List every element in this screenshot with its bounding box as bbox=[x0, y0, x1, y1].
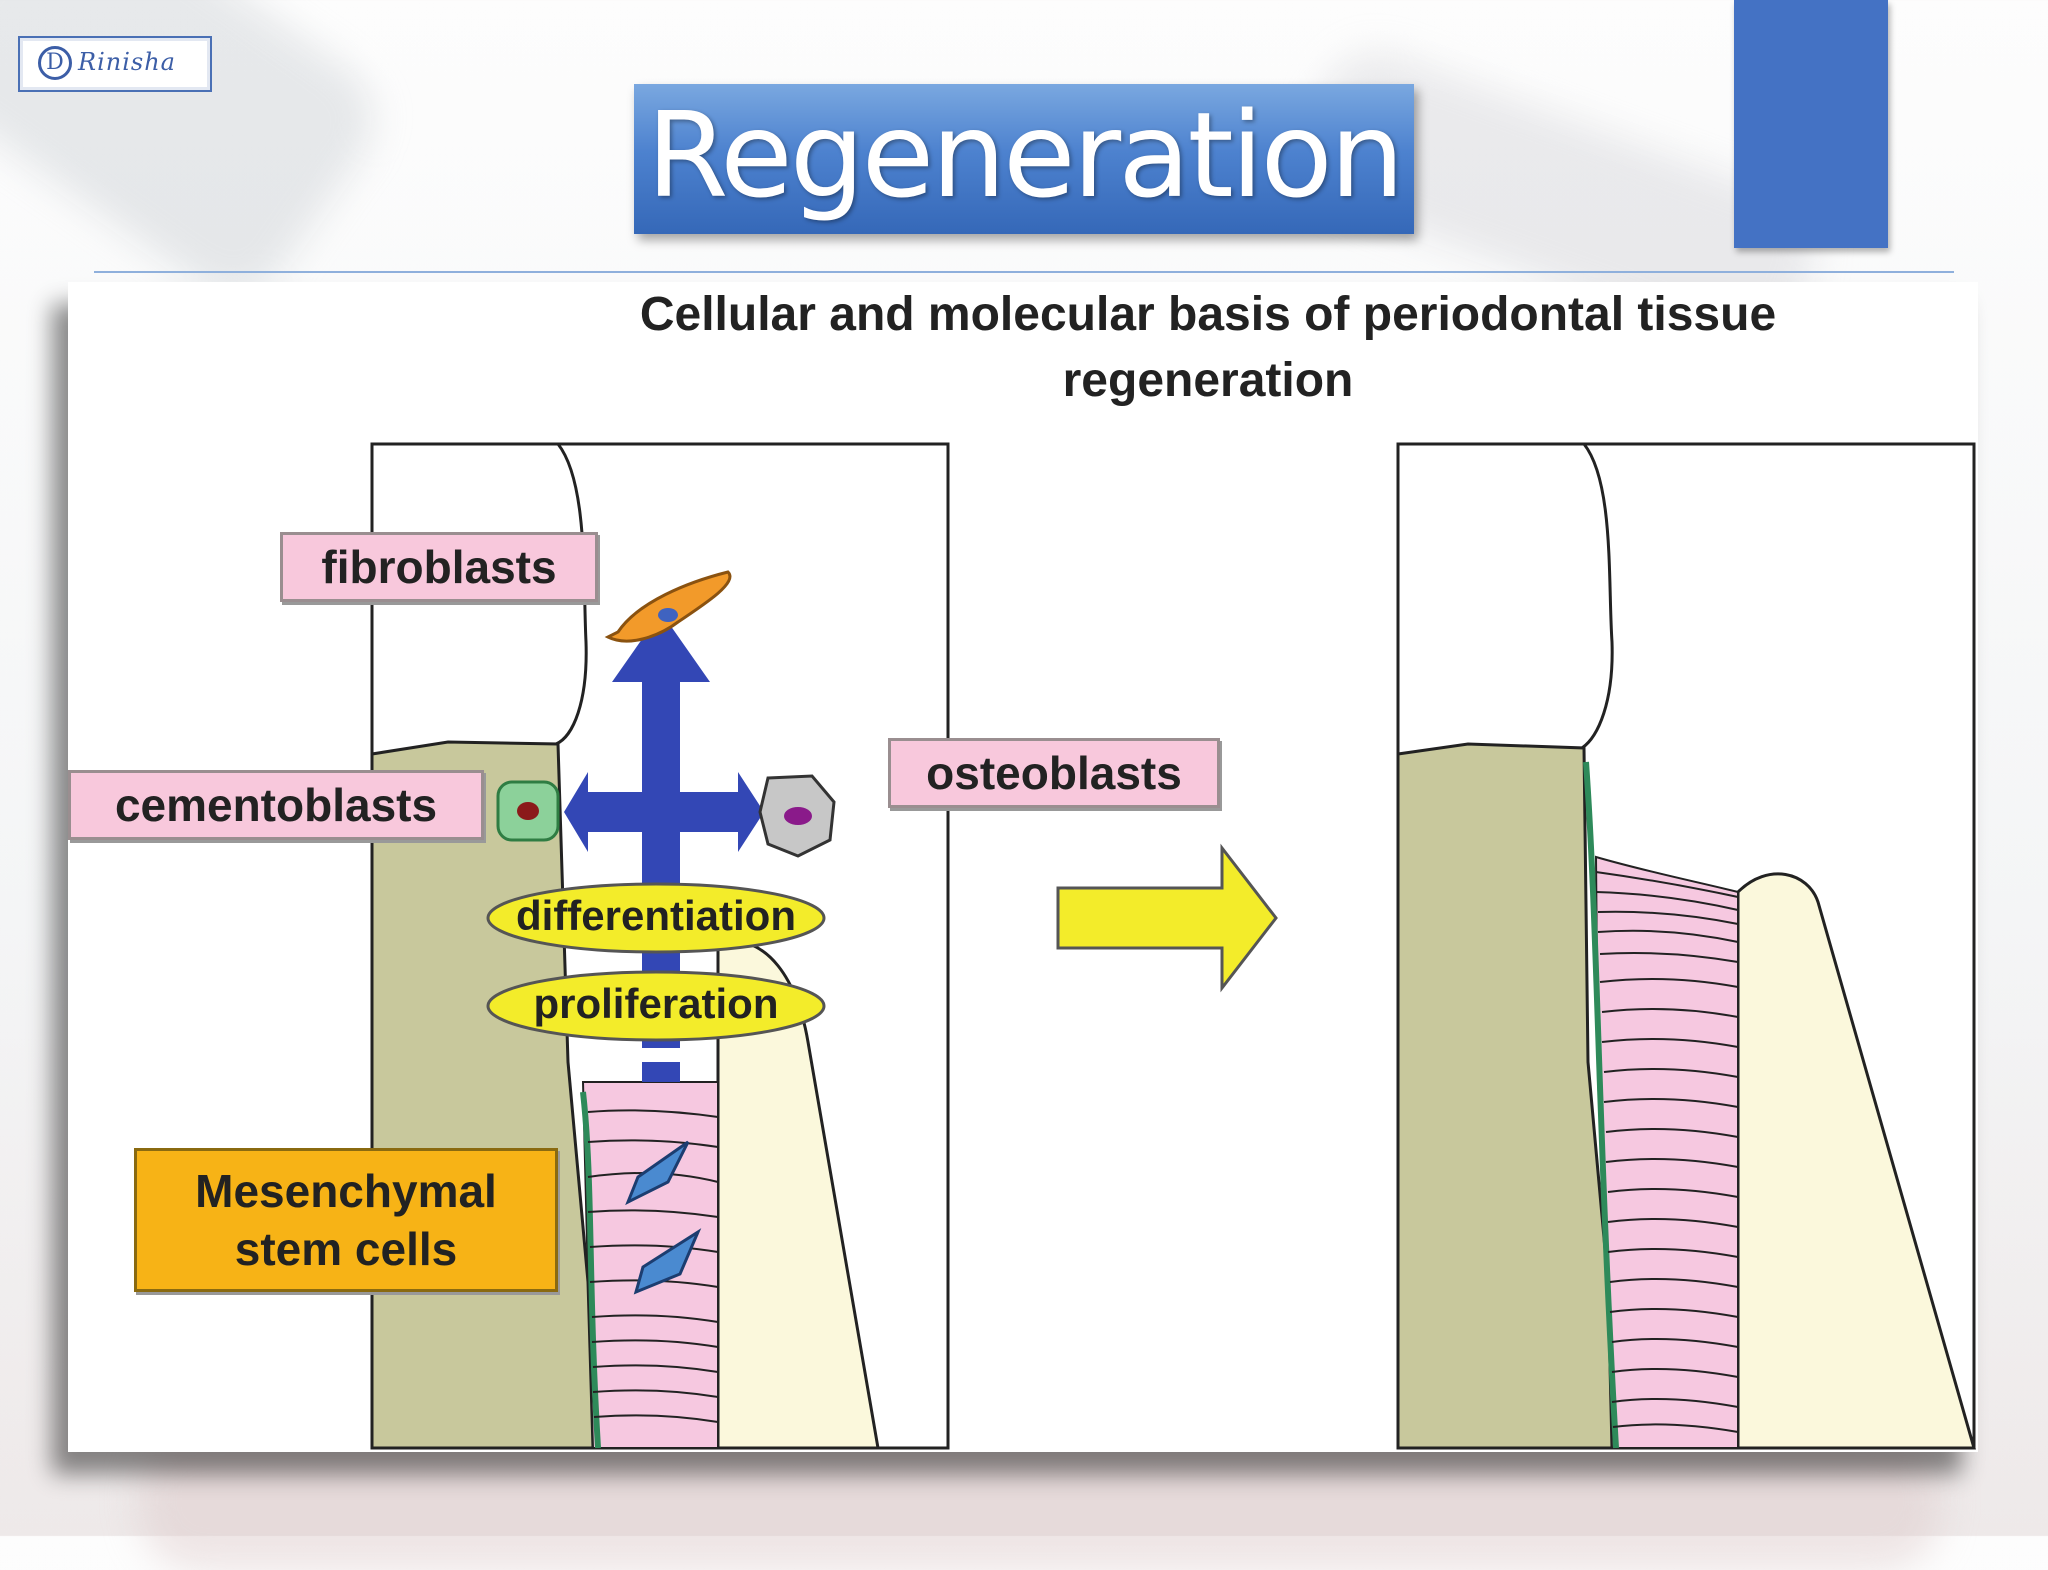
proliferation-ellipse bbox=[486, 970, 826, 1042]
mesenchymal-stem-cells-label: Mesenchymal stem cells bbox=[134, 1148, 558, 1292]
slide-title-box: Regeneration bbox=[634, 84, 1414, 234]
corner-accent-bar bbox=[1734, 0, 1888, 248]
figure-title-line-1: Cellular and molecular basis of periodon… bbox=[639, 288, 1777, 341]
left-cementum bbox=[370, 740, 595, 1450]
logo-letter: D bbox=[38, 46, 72, 80]
figure-title-line-2: regeneration bbox=[1062, 354, 1354, 407]
slide-title: Regeneration bbox=[646, 86, 1404, 224]
figure-drawing bbox=[370, 442, 1976, 1450]
osteoblast-nucleus bbox=[784, 807, 812, 825]
stem-cell-icon bbox=[633, 1228, 702, 1295]
cementoblasts-label: cementoblasts bbox=[68, 770, 484, 840]
left-cementum-layer bbox=[580, 1091, 601, 1449]
right-cementum-layer bbox=[1583, 761, 1619, 1449]
fibroblast-cell-icon bbox=[604, 570, 732, 643]
right-panel bbox=[1396, 442, 1976, 1450]
left-tooth-outline bbox=[555, 443, 588, 746]
cementoblast-nucleus bbox=[517, 802, 539, 820]
left-panel bbox=[370, 442, 950, 1450]
right-ligament bbox=[1594, 855, 1739, 1449]
brand-logo: D Rinisha bbox=[18, 36, 212, 92]
figure-title: Cellular and molecular basis of periodon… bbox=[358, 282, 2048, 414]
right-cementum bbox=[1396, 742, 1614, 1450]
regeneration-figure: Cellular and molecular basis of periodon… bbox=[68, 282, 1978, 1452]
transition-arrow-icon bbox=[1056, 843, 1278, 993]
differentiation-ellipse bbox=[486, 882, 826, 954]
differentiation-label: differentiation bbox=[516, 892, 796, 939]
osteoblasts-label: osteoblasts bbox=[888, 738, 1220, 808]
proliferation-label: proliferation bbox=[533, 980, 779, 1027]
right-arrow-icon bbox=[680, 772, 764, 852]
fibroblast-nucleus bbox=[658, 608, 678, 622]
title-divider bbox=[94, 271, 1954, 273]
stem-cell-icon bbox=[625, 1140, 690, 1206]
fibroblasts-label: fibroblasts bbox=[280, 532, 598, 602]
left-arrow-icon bbox=[564, 772, 642, 852]
logo-text: Rinisha bbox=[78, 48, 176, 76]
msc-label-line-1: Mesenchymal bbox=[195, 1165, 497, 1217]
right-tooth-outline bbox=[1581, 443, 1614, 750]
upward-arrow-icon bbox=[612, 612, 710, 1022]
msc-label-line-2: stem cells bbox=[234, 1223, 458, 1275]
right-ligament-fibers bbox=[1595, 871, 1739, 1433]
right-alveolar-bone bbox=[1736, 872, 1976, 1450]
